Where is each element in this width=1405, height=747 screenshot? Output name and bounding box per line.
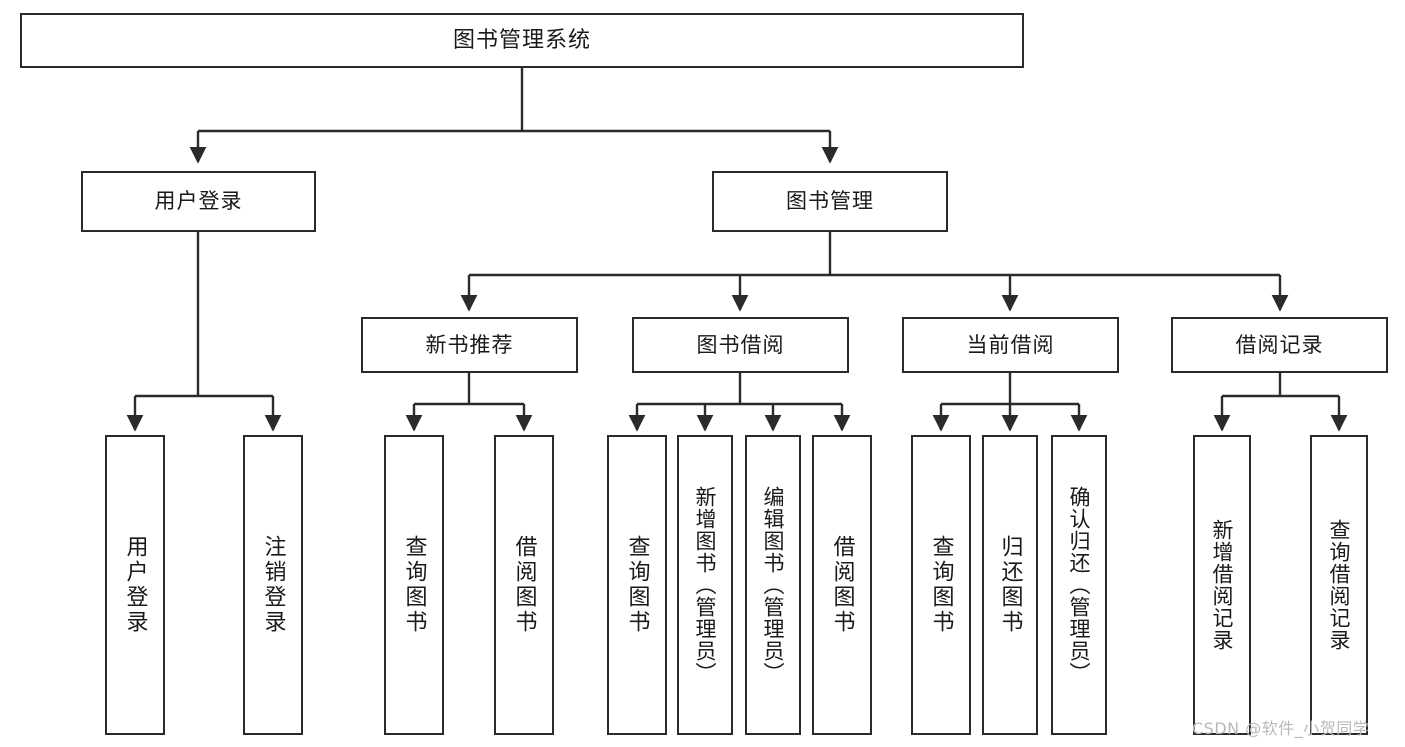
node-label: 当前借阅 (966, 332, 1055, 357)
leaf-return-book[interactable]: 归还图书 (982, 435, 1038, 735)
node-label: 用户登录 (154, 189, 243, 214)
node-label: 查询图书 (401, 535, 427, 635)
node-label: 图书借阅 (696, 332, 785, 357)
node-book-management[interactable]: 图书管理 (712, 171, 948, 232)
leaf-user-login[interactable]: 用户登录 (105, 435, 165, 735)
leaf-borrow-book-borrow[interactable]: 借阅图书 (812, 435, 872, 735)
leaf-add-borrow-record[interactable]: 新增借阅记录 (1193, 435, 1251, 735)
node-label: 归还图书 (997, 535, 1023, 635)
leaf-add-book-admin[interactable]: 新增图书（管理员） (677, 435, 733, 735)
node-label: 编辑图书（管理员） (761, 486, 786, 684)
node-current-borrow[interactable]: 当前借阅 (902, 317, 1119, 373)
node-label: 查询图书 (928, 535, 954, 635)
node-root-system[interactable]: 图书管理系统 (20, 13, 1024, 68)
node-label: 新增借阅记录 (1210, 519, 1235, 651)
node-user-login[interactable]: 用户登录 (81, 171, 316, 232)
node-label: 图书管理 (786, 189, 874, 214)
csdn-watermark: CSDN @软件_小贺同学 (1192, 719, 1370, 738)
node-label: 新书推荐 (425, 332, 514, 357)
node-label: 查询借阅记录 (1327, 519, 1352, 651)
node-label: 确认归还（管理员） (1067, 486, 1092, 684)
leaf-confirm-return-admin[interactable]: 确认归还（管理员） (1051, 435, 1107, 735)
leaf-edit-book-admin[interactable]: 编辑图书（管理员） (745, 435, 801, 735)
node-borrow-record[interactable]: 借阅记录 (1171, 317, 1388, 373)
node-label: 借阅记录 (1235, 332, 1324, 357)
leaf-query-book-recommendation[interactable]: 查询图书 (384, 435, 444, 735)
node-label: 新增图书（管理员） (693, 486, 718, 684)
leaf-query-book-borrow[interactable]: 查询图书 (607, 435, 667, 735)
node-label: 图书管理系统 (452, 27, 591, 53)
leaf-logout[interactable]: 注销登录 (243, 435, 303, 735)
node-label: 用户登录 (122, 535, 148, 635)
node-label: 查询图书 (624, 535, 650, 635)
node-label: 注销登录 (260, 535, 286, 635)
leaf-query-borrow-record[interactable]: 查询借阅记录 (1310, 435, 1368, 735)
node-label: 借阅图书 (511, 535, 537, 635)
node-label: 借阅图书 (829, 535, 855, 635)
node-new-book-recommendation[interactable]: 新书推荐 (361, 317, 578, 373)
leaf-borrow-book-recommendation[interactable]: 借阅图书 (494, 435, 554, 735)
leaf-query-book-current[interactable]: 查询图书 (911, 435, 971, 735)
node-book-borrow[interactable]: 图书借阅 (632, 317, 849, 373)
